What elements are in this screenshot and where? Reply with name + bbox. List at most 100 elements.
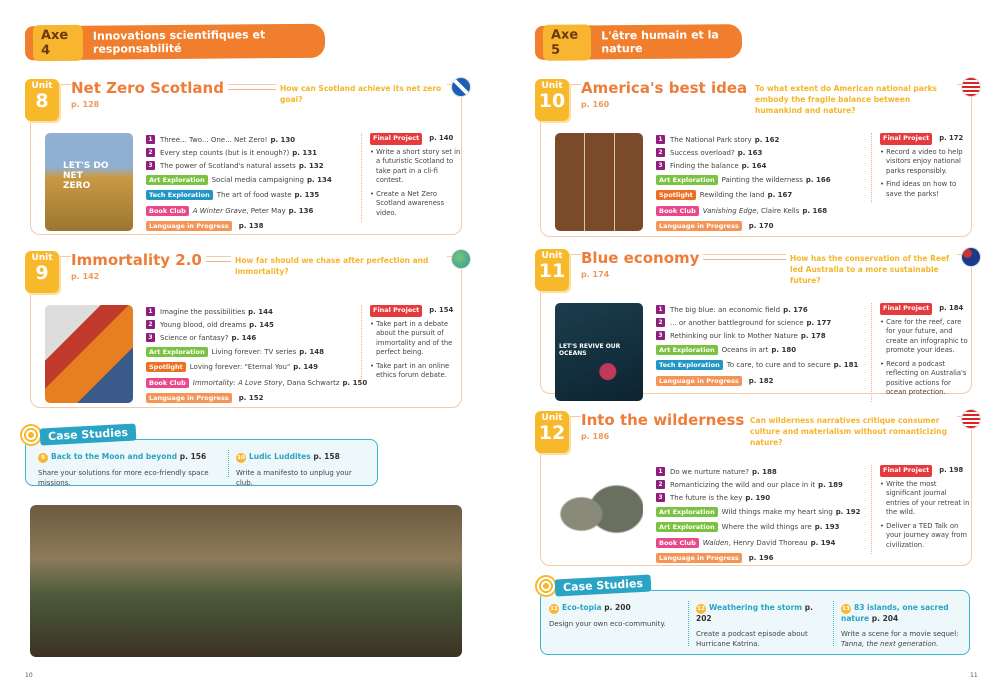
project-text: Write the most significant journal entri…: [886, 479, 970, 517]
lesson-number: 2: [146, 320, 155, 329]
project-list: • Take part in a debate about the pursui…: [370, 320, 461, 381]
scotland-flag-icon: [451, 77, 471, 97]
students-photo: [30, 505, 462, 657]
section-title: , Henry David Thoreau: [728, 538, 808, 547]
axe-label: Axe 5: [542, 24, 592, 61]
section-page: p. 135: [294, 191, 320, 200]
left-page: Axe 4 Innovations scientifiques et respo…: [24, 23, 462, 679]
unit-title[interactable]: Net Zero Scotland: [71, 79, 228, 97]
unit-title[interactable]: Immortality 2.0: [71, 251, 206, 269]
section-title: Loving forever: "Eternal You": [189, 363, 291, 372]
lesson-number: 2: [656, 148, 665, 157]
image-caption: LET'S REVIVE OUR OCEANS: [559, 343, 621, 357]
unit-title[interactable]: America's best idea: [581, 79, 752, 97]
lesson-title: The future is the key: [670, 493, 743, 502]
unit-title[interactable]: Into the wilderness: [581, 411, 749, 429]
lesson-title: The power of Scotland's natural assets: [160, 161, 296, 170]
project-page: p. 140: [429, 134, 454, 142]
tag-spot: Spotlight: [146, 362, 186, 373]
project-text: Care for the reef, care for your future,…: [886, 317, 968, 355]
unit-label: Unit: [31, 253, 53, 263]
unit-page: p. 160: [581, 100, 610, 109]
lesson-number: 1: [146, 135, 155, 144]
unit-question: Can wilderness narratives critique consu…: [746, 415, 957, 448]
section-page: p. 166: [805, 175, 831, 184]
lesson-title: Imagine the possibilities: [160, 307, 246, 316]
lesson-number: 1: [656, 467, 665, 476]
project-item: • Record a podcast reflecting on Austral…: [880, 359, 967, 397]
section-page: p. 134: [306, 175, 332, 184]
tag-tech: Tech Exploration: [656, 360, 723, 371]
case-study-page: p. 158: [313, 452, 340, 461]
unit-number: 11: [538, 260, 566, 282]
lesson-number: 2: [656, 480, 665, 489]
tag-lang: Language in Progress: [656, 375, 742, 386]
tag-art: Art Exploration: [656, 174, 718, 185]
lesson-number: 2: [656, 318, 665, 327]
lesson-title: Do we nurture nature?: [670, 467, 749, 476]
unit-title[interactable]: Blue economy: [581, 249, 704, 267]
unit-page: p. 174: [581, 270, 610, 279]
lesson-item[interactable]: 2... or another battleground for science…: [656, 316, 866, 329]
divider: [228, 450, 229, 477]
section-page: p. 194: [810, 538, 836, 547]
tag-art: Art Exploration: [656, 506, 718, 517]
lesson-page: p. 145: [249, 320, 274, 329]
tag-lang: Language in Progress: [146, 221, 232, 232]
image-caption: LET'S DO NET ZERO: [63, 161, 109, 191]
lesson-number: 1: [656, 135, 665, 144]
lesson-page: p. 176: [783, 305, 808, 314]
